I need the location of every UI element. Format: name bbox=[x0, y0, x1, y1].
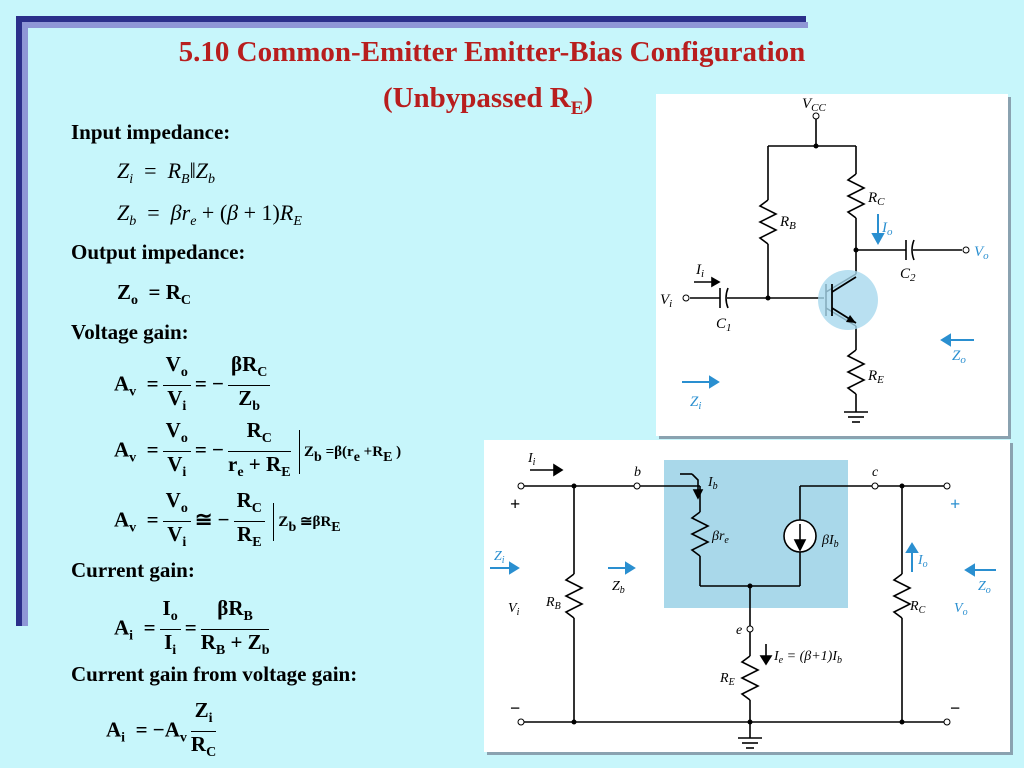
svg-text:−: − bbox=[950, 698, 960, 718]
heading-output-impedance: Output impedance: bbox=[71, 240, 246, 264]
svg-text:C1: C1 bbox=[716, 316, 732, 334]
svg-text:Vo: Vo bbox=[954, 601, 968, 618]
heading-current-gain: Current gain: bbox=[71, 558, 195, 582]
heading-input-impedance: Input impedance: bbox=[71, 120, 231, 144]
svg-text:Vo: Vo bbox=[974, 244, 989, 262]
slide-title-line2: (Unbypassed RE) bbox=[382, 82, 594, 119]
svg-text:Zo: Zo bbox=[952, 348, 966, 366]
heading-current-gain-from-voltage: Current gain from voltage gain: bbox=[71, 662, 358, 686]
eq-zi: Zi = RB‖Zb bbox=[117, 158, 216, 187]
svg-text:C2: C2 bbox=[900, 266, 916, 284]
svg-text:Io: Io bbox=[917, 553, 928, 570]
svg-text:e: e bbox=[736, 623, 742, 638]
svg-text:Io: Io bbox=[881, 220, 893, 238]
svg-text:Zb: Zb bbox=[612, 579, 625, 596]
svg-text:RE: RE bbox=[719, 671, 735, 688]
svg-text:RC: RC bbox=[867, 190, 885, 208]
svg-text:b: b bbox=[634, 465, 641, 480]
eq-zo: Zo = RC bbox=[117, 280, 192, 308]
svg-text:Vi: Vi bbox=[660, 292, 672, 310]
svg-text:RE: RE bbox=[867, 368, 884, 386]
svg-text:VCC: VCC bbox=[802, 96, 827, 114]
svg-text:Ii: Ii bbox=[695, 262, 704, 280]
slide-title-line1: 5.10 Common-Emitter Emitter-Bias Configu… bbox=[178, 36, 806, 68]
svg-text:RB: RB bbox=[779, 214, 796, 232]
svg-text:Ie = (β+1)Ib: Ie = (β+1)Ib bbox=[773, 649, 842, 666]
eq-zb: Zb = βre + (β + 1)RE bbox=[117, 200, 302, 229]
svg-text:Zo: Zo bbox=[978, 579, 991, 596]
svg-text:Vi: Vi bbox=[508, 601, 520, 618]
heading-voltage-gain: Voltage gain: bbox=[71, 320, 189, 344]
svg-text:Zi: Zi bbox=[494, 549, 505, 566]
svg-text:+: + bbox=[950, 494, 960, 514]
svg-text:−: − bbox=[510, 698, 520, 718]
re-model-equivalent-circuit: Ii b c Ib βre βIb Zi Zb Io Zo Vi RB RC V… bbox=[484, 440, 1010, 752]
svg-text:+: + bbox=[510, 494, 520, 514]
svg-text:Zi: Zi bbox=[690, 394, 701, 412]
svg-text:Ib: Ib bbox=[707, 475, 718, 492]
svg-text:c: c bbox=[872, 465, 879, 480]
svg-text:RB: RB bbox=[545, 595, 561, 612]
circuit-diagram-ce-emitter-bias: VCC RC RB Io Vo C2 Ii Vi C1 RE Zo Zi bbox=[656, 94, 1008, 436]
svg-text:Ii: Ii bbox=[527, 451, 536, 468]
svg-text:RC: RC bbox=[909, 599, 926, 616]
